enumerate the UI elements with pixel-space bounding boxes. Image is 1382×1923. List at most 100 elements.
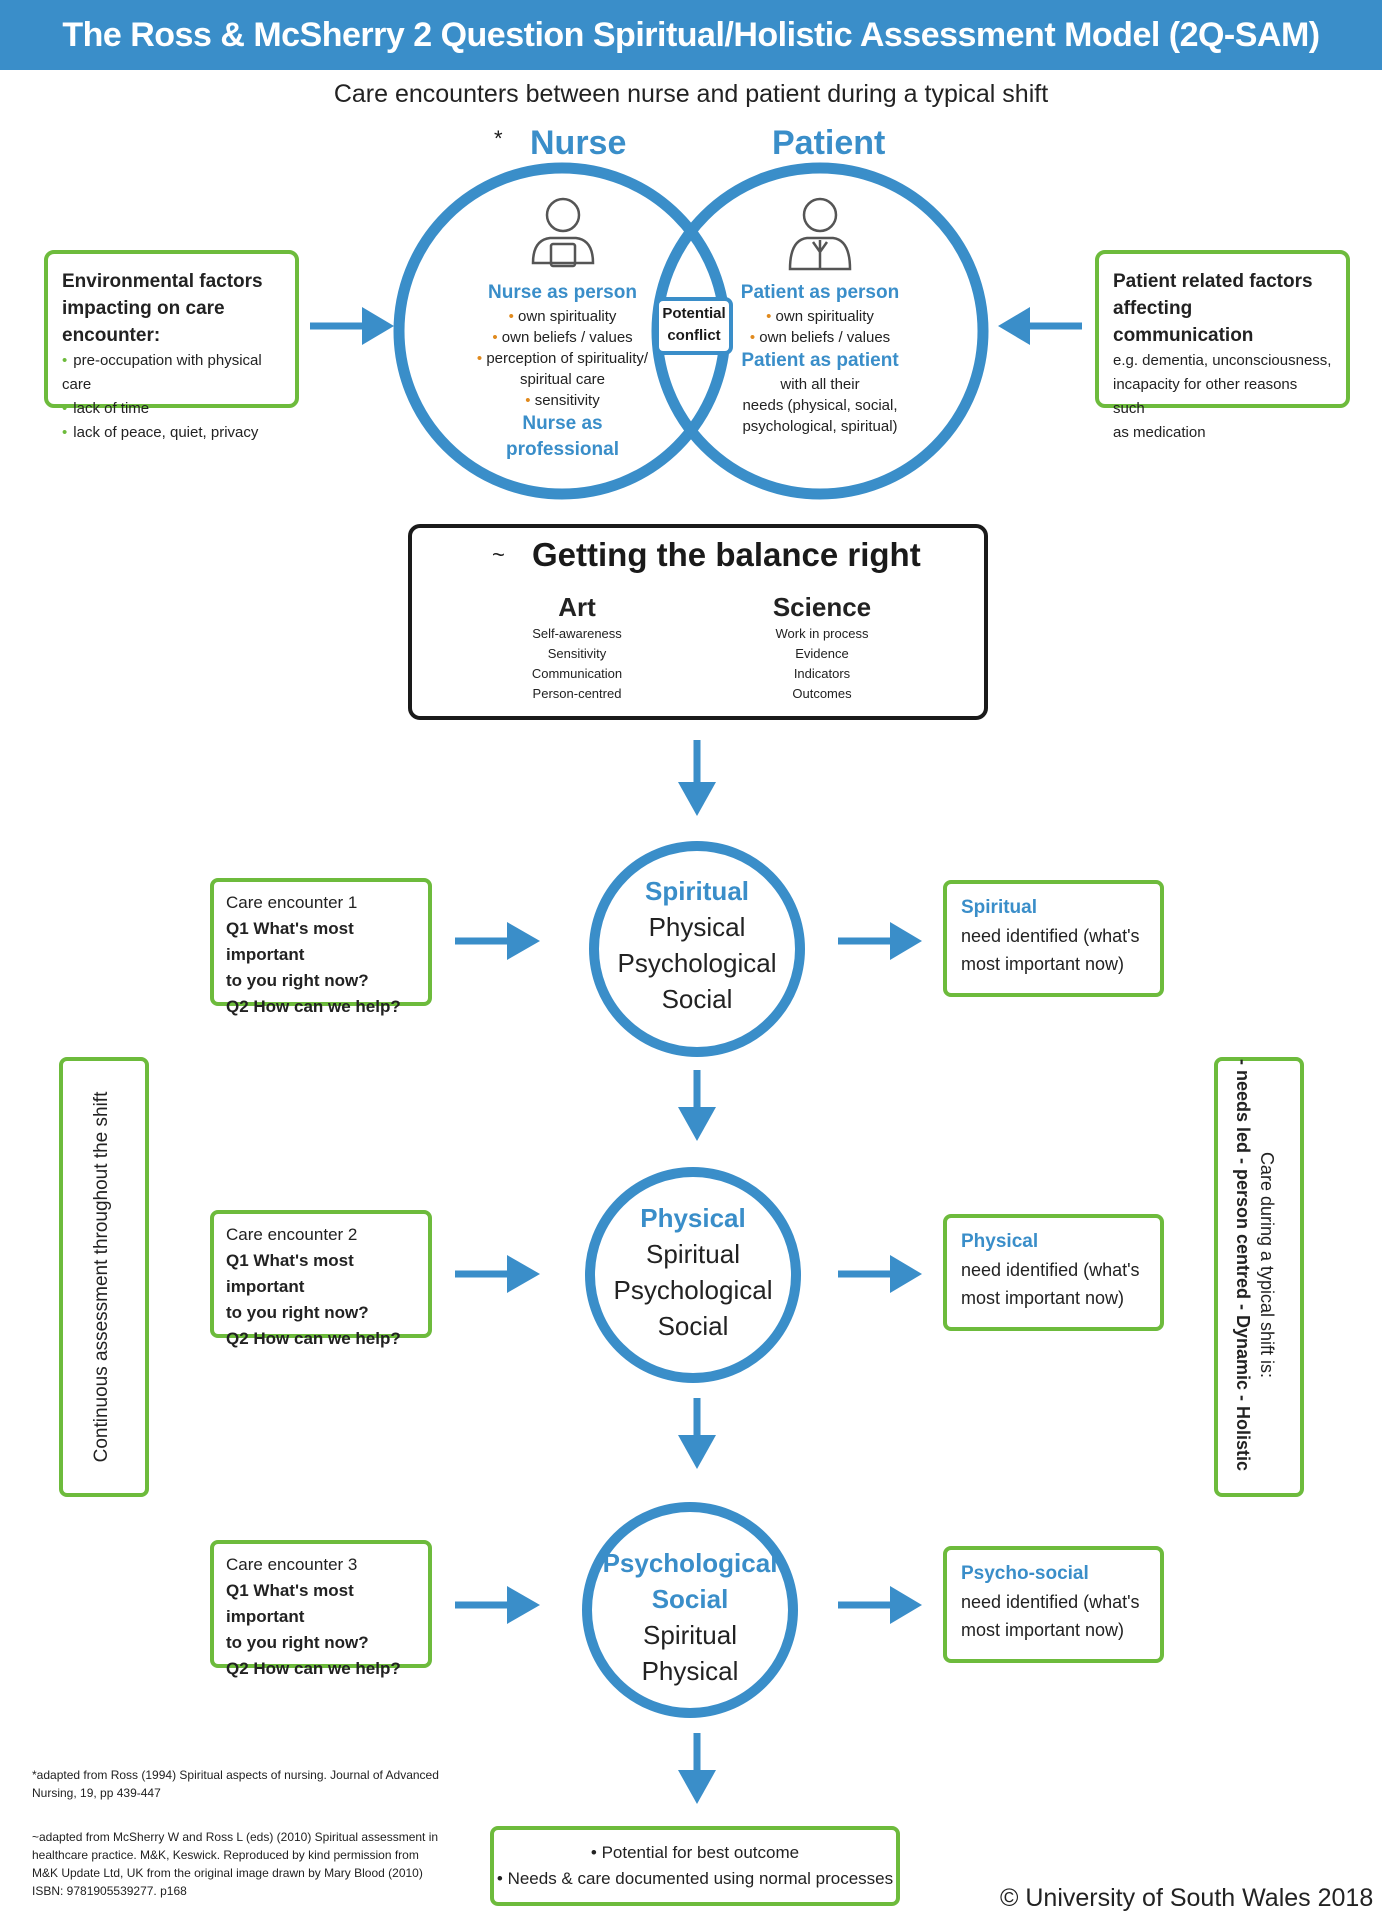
need-text: most important now): [961, 1288, 1125, 1308]
care-encounter-1-box: Care encounter 1 Q1 What's most importan…: [210, 878, 432, 1016]
dimension: Spiritual: [643, 1620, 737, 1650]
nurse-item: spiritual care: [519, 371, 606, 388]
care-typical-shift-text: Care during a typical shift is:: [1257, 1151, 1277, 1379]
subtitle: Care encounters between nurse and patien…: [333, 80, 1049, 108]
dimension: Physical: [641, 1656, 739, 1686]
art-item: Communication: [531, 666, 623, 681]
question-1: Q1 What's most important: [226, 1251, 354, 1296]
encounter-1-circle: [589, 841, 805, 1057]
encounter-2-circle: [585, 1167, 801, 1383]
encounter-label: Care encounter 1: [226, 893, 358, 912]
conflict-line: conflict: [667, 327, 721, 344]
continuous-assessment-text: Continuous assessment throughout the shi…: [91, 1091, 112, 1463]
patient-need-line: psychological, spiritual): [742, 418, 898, 435]
science-item: Evidence: [795, 646, 849, 661]
need-text: need identified (what's: [961, 926, 1140, 946]
env-item: lack of peace, quiet, privacy: [62, 421, 281, 445]
science-item: Work in process: [775, 626, 869, 641]
question-1-cont: to you right now?: [226, 1633, 369, 1652]
dimension: Physical: [648, 912, 746, 942]
footnote-line: *adapted from Ross (1994) Spiritual aspe…: [32, 1768, 439, 1782]
footnote-ross: *adapted from Ross (1994) Spiritual aspe…: [32, 1766, 442, 1802]
nurse-item: • perception of spirituality/: [476, 350, 649, 367]
dimension: Social: [661, 984, 733, 1014]
patient-need-line: with all their: [780, 376, 860, 393]
tilde-marker: ~: [492, 542, 505, 567]
need-identified-3-box: Psycho-social need identified (what's mo…: [943, 1546, 1164, 1663]
patient-factors-title: Patient related factors: [1113, 271, 1313, 292]
dimension-highlight: Psychological: [602, 1548, 778, 1578]
question-1-cont: to you right now?: [226, 971, 369, 990]
env-title: Environmental factors: [62, 271, 263, 292]
care-typical-shift-box: [1214, 1057, 1304, 1497]
down-arrows: [678, 740, 716, 1804]
dimension-highlight: Physical: [640, 1203, 746, 1233]
nurse-item: • sensitivity: [525, 392, 600, 409]
question-1: Q1 What's most important: [226, 919, 354, 964]
patient-factors-line: as medication: [1113, 424, 1206, 441]
need-text: need identified (what's: [961, 1260, 1140, 1280]
nurse-as-professional: Nurse as professional: [506, 413, 619, 460]
page-title: The Ross & McSherry 2 Question Spiritual…: [0, 0, 1382, 70]
need-identified-1-box: Spiritual need identified (what's most i…: [943, 880, 1164, 997]
encounter-3-circle: [582, 1502, 798, 1718]
env-title: impacting on care encounter:: [62, 298, 225, 346]
balance-title: Getting the balance right: [532, 536, 921, 573]
dimension-highlight: Social: [651, 1584, 729, 1614]
patient-person-icon: [788, 197, 852, 271]
balance-box: ~ Getting the balance right Art Self-awa…: [408, 524, 988, 720]
care-qualities-text: - needs led - person centred - Dynamic -…: [1233, 1058, 1253, 1472]
env-item: pre-occupation with physical care: [62, 349, 281, 397]
encounter-label: Care encounter 3: [226, 1555, 358, 1574]
env-arrow: [310, 307, 394, 345]
patient-factors-title: affecting communication: [1113, 298, 1254, 346]
encounter-arrows: [455, 922, 922, 1624]
outcome-line: • Potential for best outcome: [590, 1843, 800, 1862]
footnote-line: M&K Update Ltd, UK from the original ima…: [32, 1866, 423, 1880]
footnote-line: ISBN: 9781905539277. p168: [32, 1884, 187, 1898]
continuous-assessment-box: [59, 1057, 149, 1497]
need-title: Spiritual: [961, 897, 1038, 918]
question-1-cont: to you right now?: [226, 1303, 369, 1322]
science-item: Outcomes: [792, 686, 852, 701]
patient-factors-line: e.g. dementia, unconsciousness,: [1113, 352, 1332, 369]
outcome-box: • Potential for best outcome • Needs & c…: [490, 1826, 900, 1906]
need-title: Psycho-social: [961, 1563, 1089, 1584]
nurse-label: Nurse: [530, 124, 627, 162]
question-1: Q1 What's most important: [226, 1581, 354, 1626]
footnote-line: healthcare practice. M&K, Keswick. Repro…: [32, 1848, 419, 1862]
encounter-1-dimensions: Spiritual Physical Psychological Social: [597, 873, 797, 1017]
copyright: © University of South Wales 2018: [1000, 1884, 1374, 1912]
need-text: most important now): [961, 1620, 1125, 1640]
patient-need-line: needs (physical, social,: [742, 397, 898, 414]
encounter-2-dimensions: Physical Spiritual Psychological Social: [593, 1200, 793, 1344]
nurse-item: • own beliefs / values: [492, 329, 633, 346]
patient-label: Patient: [772, 124, 886, 162]
need-title: Physical: [961, 1231, 1039, 1252]
dimension: Psychological: [617, 948, 777, 978]
patient-as-person: Patient as person: [740, 282, 900, 303]
art-heading: Art: [558, 592, 596, 622]
asterisk-marker: *: [494, 126, 503, 151]
potential-conflict-box: Potential conflict: [655, 297, 733, 355]
care-encounter-3-box: Care encounter 3 Q1 What's most importan…: [210, 1540, 432, 1678]
question-2: Q2 How can we help?: [226, 997, 401, 1016]
art-item: Person-centred: [532, 686, 622, 701]
question-2: Q2 How can we help?: [226, 1329, 401, 1348]
patient-section: Patient as person • own spirituality • o…: [735, 280, 905, 437]
conflict-line: Potential: [662, 305, 726, 322]
need-identified-2-box: Physical need identified (what's most im…: [943, 1214, 1164, 1331]
art-item: Sensitivity: [547, 646, 607, 661]
dimension: Social: [657, 1311, 729, 1341]
patient-factors-arrow: [998, 307, 1082, 345]
encounter-label: Care encounter 2: [226, 1225, 358, 1244]
need-text: most important now): [961, 954, 1125, 974]
art-item: Self-awareness: [532, 626, 622, 641]
patient-factors-box: Patient related factors affecting commun…: [1095, 250, 1350, 441]
nurse-as-person: Nurse as person: [488, 282, 637, 303]
dimension: Spiritual: [646, 1239, 740, 1269]
patient-item: • own beliefs / values: [749, 329, 891, 346]
nurse-item: • own spirituality: [508, 308, 617, 325]
dimension-highlight: Spiritual: [644, 876, 749, 906]
need-text: need identified (what's: [961, 1592, 1140, 1612]
